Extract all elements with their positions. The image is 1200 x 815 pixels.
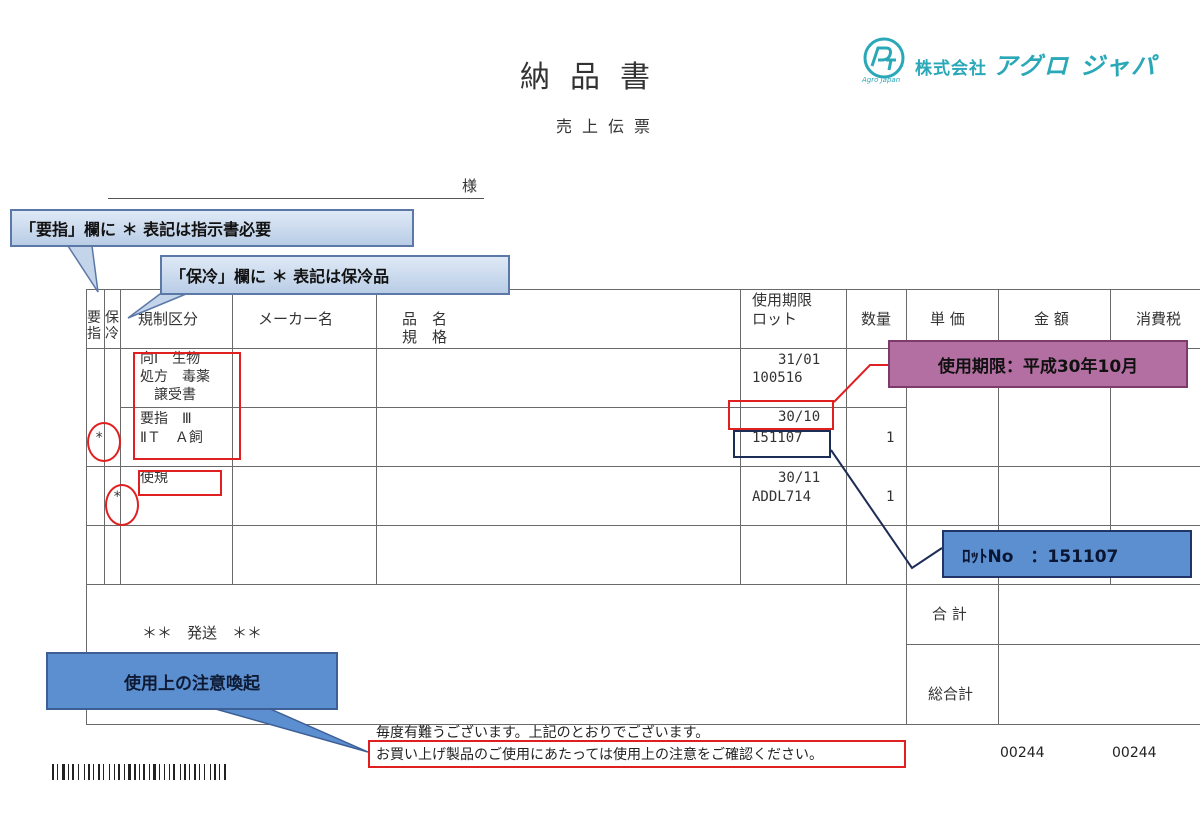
row3-lot: ADDL714	[752, 489, 812, 505]
header-kigen: 使用期限	[752, 291, 813, 309]
table-row-border	[86, 584, 1200, 585]
company-logo-icon	[863, 37, 905, 79]
total-label: 合 計	[932, 605, 967, 623]
row1-lot: 100516	[752, 370, 803, 386]
header-shohizei: 消費税	[1136, 310, 1182, 328]
table-row-border	[120, 407, 906, 408]
column-divider	[998, 289, 999, 724]
column-divider	[740, 289, 741, 584]
row3-kigen: 30/11	[778, 470, 821, 486]
row2-qty: 1	[886, 430, 895, 446]
footer-caution: お買い上げ製品のご使用にあたっては使用上の注意をご確認ください。	[376, 747, 824, 763]
header-kikaku: 規 格	[402, 328, 448, 346]
callout-kigen-note: 使用期限：平成30年10月	[888, 340, 1188, 388]
header-tanka: 単 価	[930, 310, 965, 328]
footer-thanks: 毎度有難うございます。上記のとおりでございます。	[376, 725, 710, 741]
table-row-border	[86, 525, 1200, 526]
highlight-lot-box	[733, 430, 831, 458]
column-divider	[232, 289, 233, 584]
row1-kisei-line3: 譲受書	[154, 387, 196, 403]
column-divider	[376, 289, 377, 584]
callout-caution-note: 使用上の注意喚起	[46, 652, 338, 710]
header-lot: ロット	[752, 310, 798, 328]
table-top-border	[86, 289, 1200, 290]
footer-code-1: 00244	[1000, 745, 1045, 761]
table-row-border	[86, 466, 1200, 467]
header-hinmei: 品 名	[402, 310, 448, 328]
company-brand: アグロ ジャパ	[993, 52, 1157, 80]
document-title: 納品書	[520, 60, 670, 95]
column-divider	[1110, 289, 1111, 584]
row3-qty: 1	[886, 489, 895, 505]
callout-horei-note: 「保冷」欄に ＊ 表記は保冷品	[160, 255, 510, 295]
highlight-horei-circle	[105, 484, 139, 526]
row2-kigen: 30/10	[778, 409, 821, 425]
recipient-underline	[108, 198, 484, 199]
table-header-border	[86, 348, 1200, 349]
table-bottom-border	[86, 724, 1200, 725]
header-horei: 保冷	[105, 310, 119, 342]
company-name: 株式会社アグロ ジャパ	[915, 46, 1157, 81]
header-kingaku: 金 額	[1034, 310, 1069, 328]
highlight-kisei-box	[133, 352, 241, 460]
row1-kisei-line1: 向Ⅰ 生物	[140, 351, 201, 367]
document-subtitle: 売上伝票	[556, 117, 661, 136]
row3-kisei-line1: 使規	[140, 470, 168, 486]
row2-kisei-line2: ⅡＴ Ａ飼	[140, 430, 203, 446]
header-kisei: 規制区分	[138, 310, 199, 328]
grand-total-label: 総合計	[928, 685, 974, 703]
highlight-yoshi-circle	[87, 422, 121, 462]
header-maker: メーカー名	[258, 310, 334, 328]
callout-yoshi-note: 「要指」欄に ＊ 表記は指示書必要	[10, 209, 414, 247]
row1-kisei-line2: 処方 毒薬	[140, 369, 210, 385]
row2-lot: 151107	[752, 430, 803, 446]
logo-subtext: Agro Japan	[862, 76, 901, 84]
company-prefix: 株式会社	[915, 59, 987, 79]
table-left-border	[86, 289, 87, 724]
header-yoshi: 要指	[87, 310, 101, 342]
total-row-border	[906, 644, 1200, 645]
footer-code-2: 00244	[1112, 745, 1157, 761]
highlight-shiki-box	[138, 470, 222, 496]
column-divider	[846, 289, 847, 584]
row2-kisei-line1: 要指 Ⅲ	[140, 411, 192, 427]
row1-kigen: 31/01	[778, 352, 821, 368]
barcode-image	[52, 764, 226, 780]
callout-lot-note: ﾛｯﾄNo ：151107	[942, 530, 1192, 578]
header-suryo: 数量	[861, 310, 892, 328]
recipient-honorific: 様	[462, 177, 478, 195]
highlight-kigen-box	[728, 400, 834, 430]
highlight-caution-box	[368, 740, 906, 768]
column-divider	[906, 289, 907, 724]
shipping-note: ＊＊ 発送 ＊＊	[142, 624, 263, 642]
